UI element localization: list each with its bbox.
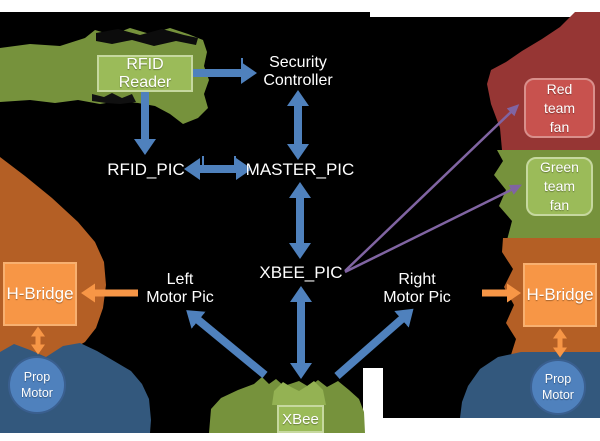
green-fan-line3: fan: [549, 197, 570, 213]
left-motor-line2: Motor Pic: [146, 289, 214, 306]
master-pic-label: MASTER_PIC: [245, 160, 355, 179]
xbee-label: XBee: [282, 410, 319, 428]
right-motor-line1: Right: [398, 271, 436, 288]
xbee-pic-label: XBEE_PIC: [259, 263, 343, 282]
green-fan-line1: Green: [540, 159, 579, 175]
red-team-fan-box: Red team fan: [524, 78, 595, 138]
arrow-xbee-to-rightmotor: [334, 308, 414, 380]
left-motor-line1: Left: [166, 271, 194, 288]
white-bottom-right-band: [365, 418, 600, 433]
rfid-pic-label: RFID_PIC: [107, 160, 185, 179]
xbee-box: XBee: [277, 405, 324, 433]
red-fan-line2: team: [543, 99, 576, 116]
right-motor-pic-label: Right Motor Pic: [367, 271, 467, 307]
rfid-reader-label: RFID Reader: [118, 55, 172, 91]
hbridge-left-label: H-Bridge: [6, 284, 74, 303]
green-team-fan-box: Green team fan: [526, 157, 593, 216]
rfid-reader-box: RFID Reader: [97, 55, 193, 92]
hbridge-right-label: H-Bridge: [526, 285, 594, 304]
prop-motor-left-line1: Prop: [23, 370, 51, 384]
right-motor-line2: Motor Pic: [383, 289, 451, 306]
arrow-xbeepic-to-redfan: [344, 104, 520, 272]
security-controller-label: Security Controller: [248, 54, 348, 90]
prop-motor-right-line2: Motor: [542, 388, 574, 402]
hbridge-left-box: H-Bridge: [3, 262, 77, 326]
white-top-step: [370, 12, 600, 17]
hbridge-right-box: H-Bridge: [523, 263, 597, 327]
arrow-xbee-to-leftmotor: [186, 310, 268, 379]
red-fan-line1: Red: [546, 80, 573, 97]
red-fan-line3: fan: [549, 118, 570, 135]
prop-motor-left-circle: Prop Motor: [8, 356, 66, 414]
left-motor-pic-label: Left Motor Pic: [130, 271, 230, 307]
security-line2: Controller: [263, 72, 333, 89]
green-fan-line2: team: [543, 178, 576, 194]
security-line1: Security: [269, 54, 327, 71]
white-bottom-notch: [363, 368, 383, 433]
prop-motor-right-circle: Prop Motor: [530, 359, 586, 415]
prop-motor-left-line2: Motor: [21, 386, 53, 400]
arrow-xbeepic-to-greenfan: [344, 184, 522, 274]
prop-motor-right-line1: Prop: [544, 372, 572, 386]
